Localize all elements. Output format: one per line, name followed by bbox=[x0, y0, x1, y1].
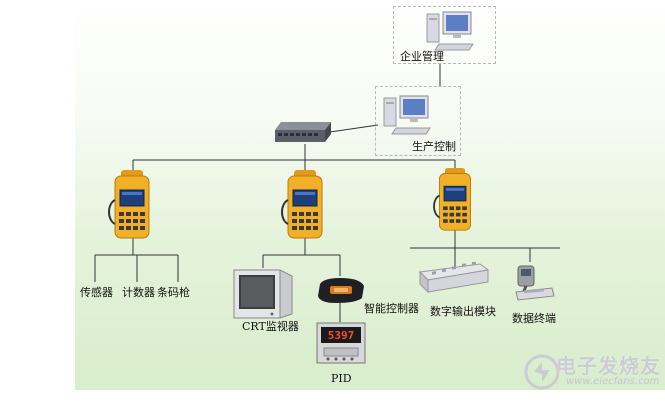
enterprise-box bbox=[393, 6, 496, 64]
digital-output-label: 数字输出模块 bbox=[430, 305, 496, 318]
data-terminal-label: 数据终端 bbox=[512, 312, 556, 325]
pid-label: PID bbox=[331, 372, 352, 385]
terminal-2-icon bbox=[281, 170, 323, 239]
crt-monitor-icon bbox=[233, 269, 293, 319]
smart-controller-label: 智能控制器 bbox=[364, 302, 419, 315]
diagram-background bbox=[75, 0, 665, 390]
pid-display-readout: 5397 bbox=[328, 329, 355, 342]
enterprise-label: 企业管理 bbox=[400, 50, 444, 63]
production-computer-icon bbox=[383, 95, 431, 135]
digital-output-module-icon bbox=[418, 262, 490, 294]
line-switch-production bbox=[329, 124, 379, 133]
enterprise-computer-icon bbox=[426, 11, 474, 51]
data-terminal-icon bbox=[515, 265, 555, 301]
smart-controller-icon bbox=[318, 278, 364, 303]
terminal-1-icon bbox=[108, 170, 150, 239]
counter-label: 计数器 bbox=[122, 286, 155, 299]
watermark-text: 电子发烧友 bbox=[556, 354, 661, 378]
network-switch-icon bbox=[275, 122, 331, 142]
pid-controller-icon: 5397 bbox=[316, 322, 366, 364]
crt-label: CRT监视器 bbox=[242, 320, 299, 333]
production-label: 生产控制 bbox=[412, 140, 456, 153]
barcode-label: 条码枪 bbox=[157, 286, 190, 299]
production-box bbox=[375, 86, 461, 156]
watermark-url: www.elecfans.com bbox=[566, 376, 660, 387]
elecfans-logo-icon bbox=[524, 354, 560, 390]
terminal-3-icon bbox=[433, 168, 471, 231]
sensor-label: 传感器 bbox=[80, 286, 113, 299]
